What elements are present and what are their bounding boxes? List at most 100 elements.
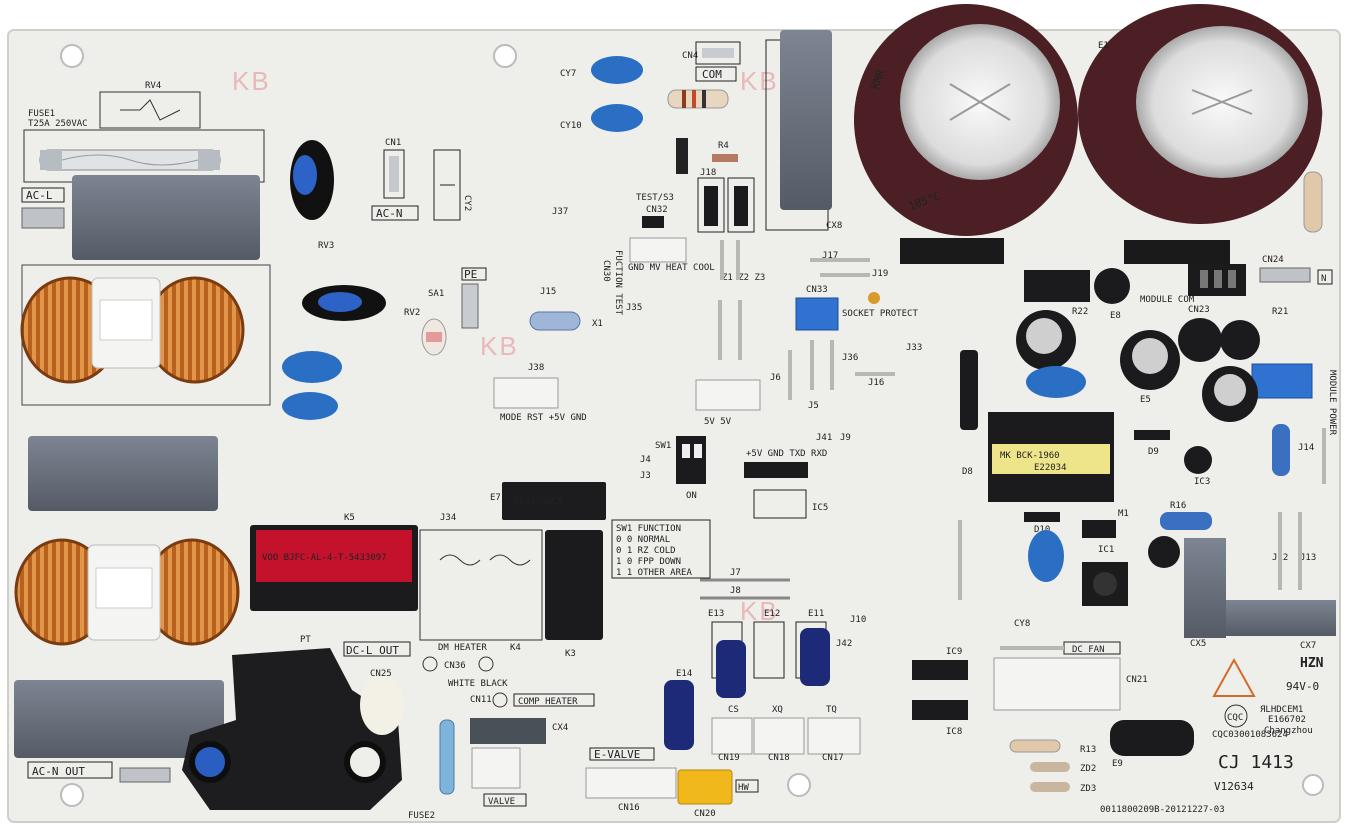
svg-text:SW1 FUNCTION: SW1 FUNCTION [616, 524, 681, 534]
cn33-socket-protect: CN33 SOCKET PROTECT J17 J19 J36 J16 J33 [795, 251, 922, 388]
svg-text:E8: E8 [1110, 311, 1121, 321]
svg-text:MODULE COM: MODULE COM [1140, 295, 1195, 305]
svg-text:X1: X1 [592, 319, 603, 329]
svg-text:FUSE2: FUSE2 [408, 811, 435, 821]
svg-text:CY8: CY8 [1014, 619, 1030, 629]
svg-text:GND MV HEAT COOL: GND MV HEAT COOL [628, 263, 715, 273]
test-jumpers: TEST/S3 CN32 [636, 177, 755, 233]
svg-text:CY10: CY10 [560, 121, 582, 131]
fuse1: FUSE1 T25A 250VAC [23, 109, 265, 183]
svg-text:CN23: CN23 [1188, 305, 1210, 315]
svg-text:CN30: CN30 [601, 260, 611, 282]
e9-cap: E9 [1110, 720, 1194, 769]
common-mode-choke-bottom [14, 538, 240, 646]
smps-caps: R22 R21 E8 E5 [1016, 268, 1288, 422]
svg-text:J42: J42 [836, 639, 852, 649]
svg-text:SW1: SW1 [655, 441, 671, 451]
svg-text:CN1: CN1 [385, 138, 401, 148]
svg-text:D8: D8 [962, 467, 973, 477]
svg-text:SOCKET PROTECT: SOCKET PROTECT [842, 309, 918, 319]
bottom-connectors: E-VALVE CN16 CN20 HW CN19 CS CN18 XQ CN1… [585, 705, 861, 819]
dip-switch-sw1: SW1 ON J4 J3 [640, 436, 706, 501]
ic-e7: CD4056BCN E7 [490, 482, 606, 520]
svg-text:D9: D9 [1148, 447, 1159, 457]
bulk-capacitor-left: KMR 105°C [854, 4, 1078, 264]
cn5-header: +5V GND TXD RXD IC5 J41 J9 J5 J6 [744, 373, 851, 519]
svg-text:E166702: E166702 [1268, 715, 1306, 725]
manufacturer-markings: HZN 94V-0 ЯLHDCEM1 E166702 Changzhou CQC… [1100, 656, 1324, 815]
svg-text:CN17: CN17 [822, 753, 844, 763]
svg-text:DM HEATER: DM HEATER [438, 643, 487, 653]
svg-text:J19: J19 [872, 269, 888, 279]
svg-text:J36: J36 [842, 353, 858, 363]
svg-text:IC5: IC5 [812, 503, 828, 513]
svg-text:J41: J41 [816, 433, 832, 443]
svg-text:+5V GND TXD RXD: +5V GND TXD RXD [746, 449, 827, 459]
svg-text:HW: HW [738, 783, 749, 793]
svg-text:RV2: RV2 [404, 308, 420, 318]
svg-text:J3: J3 [640, 471, 651, 481]
svg-text:SA1: SA1 [428, 289, 444, 299]
cn21-dc-fan: DC FAN CN21 [993, 641, 1148, 711]
kb-watermark: KB KB KB KB [232, 66, 779, 626]
ceramic-caps-left [282, 351, 342, 420]
svg-text:K4: K4 [510, 643, 521, 653]
svg-text:IC9: IC9 [946, 647, 962, 657]
cn22-module-power: MODULE POWER [1251, 363, 1337, 436]
ic1-and-m1: IC1 M1 D10 [1024, 509, 1129, 606]
k3-label: K3 [565, 649, 576, 659]
svg-text:MODULE POWER: MODULE POWER [1327, 370, 1337, 436]
svg-text:CN20: CN20 [694, 809, 716, 819]
svg-text:KB: KB [480, 331, 519, 361]
svg-text:KB: KB [740, 66, 779, 96]
svg-text:MK BCK-1960: MK BCK-1960 [1000, 451, 1060, 461]
r4-diode-area: R4 J18 [676, 138, 738, 178]
svg-text:E1: E1 [1098, 41, 1109, 51]
svg-text:KB: KB [740, 596, 779, 626]
svg-text:R4: R4 [718, 141, 729, 151]
jumpers-j7-j8 [700, 578, 790, 600]
svg-text:0 0 NORMAL: 0 0 NORMAL [616, 535, 670, 545]
svg-text:V12634: V12634 [1214, 780, 1254, 793]
svg-text:1 1 OTHER AREA: 1 1 OTHER AREA [616, 568, 692, 578]
cn30-function-test: CN30 FUCTION TEST GND MV HEAT COOL [601, 237, 715, 316]
svg-text:T25A 250VAC: T25A 250VAC [28, 119, 88, 129]
ac-n-out-terminal: AC-N OUT [27, 761, 171, 783]
svg-text:E14: E14 [676, 669, 692, 679]
z-labels: Z1 Z2 Z3 [722, 273, 765, 283]
svg-text:CN19: CN19 [718, 753, 740, 763]
svg-text:J35: J35 [626, 303, 642, 313]
svg-text:J10: J10 [850, 615, 866, 625]
cn31-header: 5V 5V [695, 379, 761, 427]
j7-label: J7 [730, 568, 741, 578]
svg-text:ZD2: ZD2 [1080, 764, 1096, 774]
cy8-cap: CY8 [1014, 530, 1064, 629]
svg-text:IC1: IC1 [1098, 545, 1114, 555]
cx5-film-cap [1184, 538, 1226, 638]
svg-text:HZN: HZN [1300, 656, 1324, 671]
svg-text:CN32: CN32 [646, 205, 668, 215]
cx7-label: CX7 [1300, 641, 1316, 651]
svg-text:Changzhou: Changzhou [1264, 726, 1313, 736]
x-capacitor-bottom [14, 680, 224, 758]
svg-text:CN11: CN11 [470, 695, 492, 705]
svg-text:5V 5V: 5V 5V [704, 417, 732, 427]
x-capacitor-middle [28, 436, 218, 511]
dip-mode-table: SW1 FUNCTION 0 0 NORMAL 0 1 RZ COLD 1 0 … [611, 519, 711, 579]
svg-text:ЯLHDCEM1: ЯLHDCEM1 [1260, 705, 1303, 715]
electrolytic-caps-center: E13 E12 E11 E14 J10 J42 [664, 609, 866, 750]
ceramic-cap-right [1026, 366, 1086, 398]
svg-text:K5: K5 [344, 513, 355, 523]
j8-label: J8 [730, 586, 741, 596]
svg-text:N: N [1321, 274, 1326, 284]
resistor-top-center [667, 89, 729, 109]
svg-text:E13: E13 [708, 609, 724, 619]
svg-text:VOO BJFC-AL-4-T-5433097: VOO BJFC-AL-4-T-5433097 [262, 553, 387, 563]
svg-text:E-VALVE: E-VALVE [594, 748, 640, 761]
svg-text:R22: R22 [1072, 307, 1088, 317]
svg-text:D10: D10 [1034, 525, 1050, 535]
svg-text:CN18: CN18 [768, 753, 790, 763]
svg-text:FUCTION TEST: FUCTION TEST [613, 250, 623, 316]
svg-text:1 0 FPP DOWN: 1 0 FPP DOWN [616, 557, 681, 567]
svg-text:ON: ON [686, 491, 697, 501]
